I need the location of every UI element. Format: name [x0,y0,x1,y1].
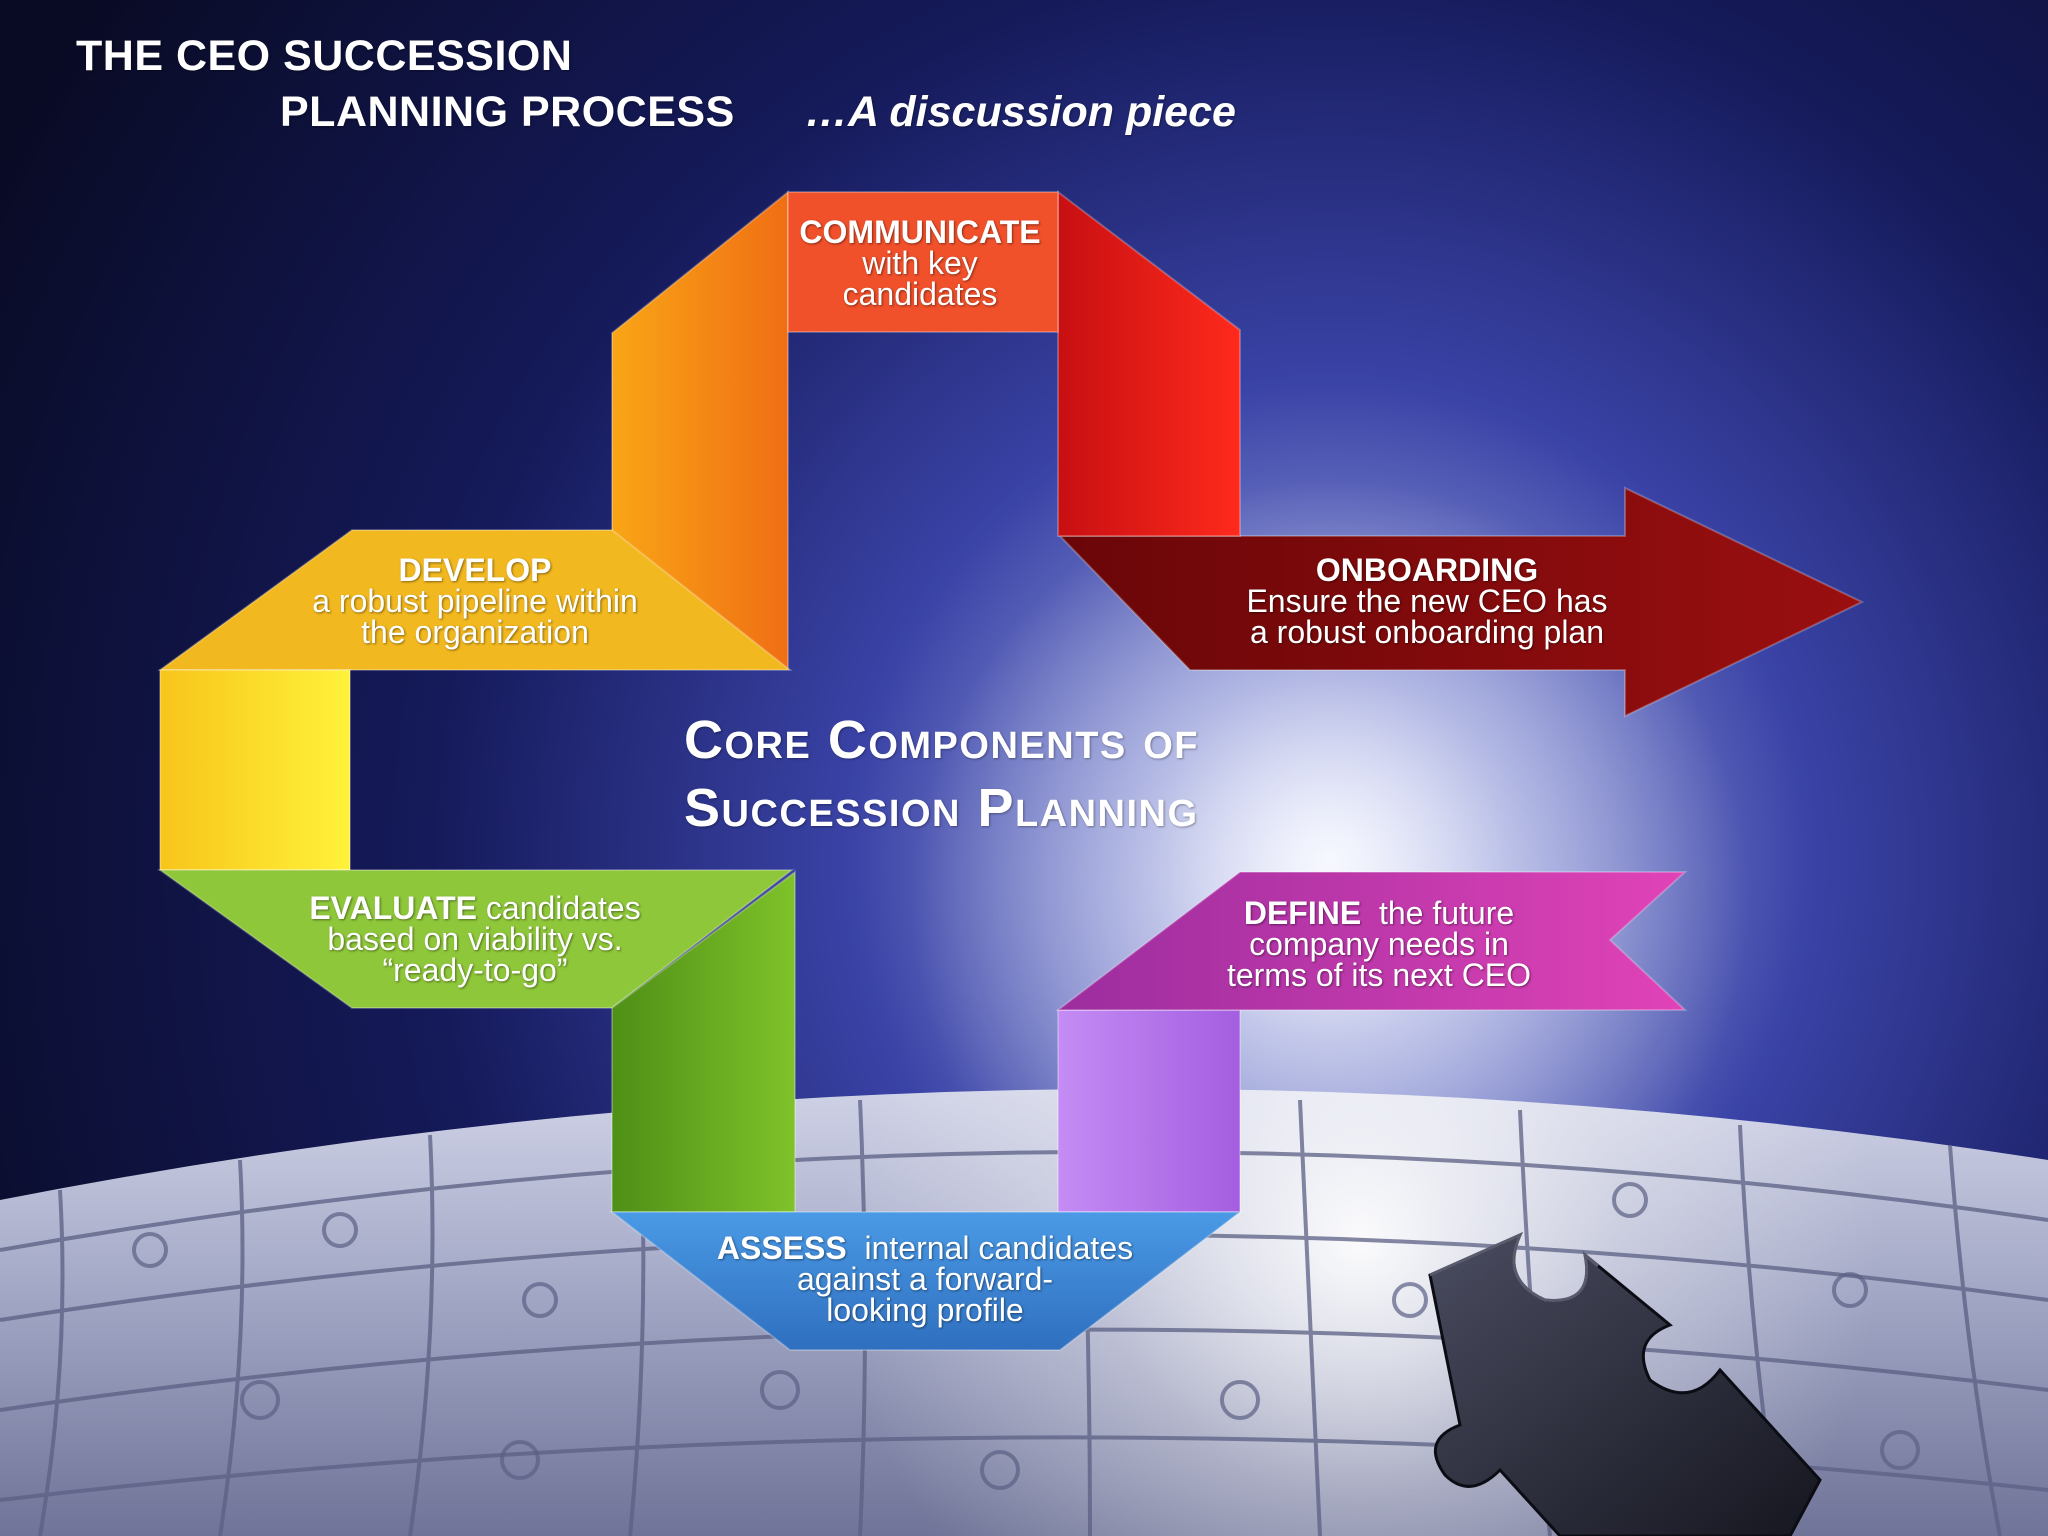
center-heading: Core Components of Succession Planning [684,706,1199,842]
step-assess-line3: looking profile [826,1292,1024,1328]
step-assess-line1: ASSESS internal candidates [690,1230,1160,1266]
step-evaluate-tail: candidates [477,890,641,926]
step-onboarding-line2: Ensure the new CEO has [1246,583,1608,619]
assess-band [609,1211,1243,1351]
communicate-band [787,191,1059,333]
step-define: DEFINE the future company needs in terms… [1190,895,1568,993]
step-evaluate-line2: based on viability vs. [327,921,623,957]
step-evaluate-line3: “ready-to-go” [382,952,568,988]
step-evaluate: EVALUATE candidates based on viability v… [290,890,660,988]
step-develop-line3: the organization [361,614,589,650]
step-develop: DEVELOP a robust pipeline within the org… [280,552,670,650]
page-title-line1: THE CEO SUCCESSION [76,32,573,80]
step-assess: ASSESS internal candidates against a for… [690,1230,1160,1328]
step-define-line3: terms of its next CEO [1226,957,1532,993]
communicate-right-segment [1057,189,1241,537]
center-heading-line2: Succession Planning [684,778,1199,838]
step-onboarding-heading: ONBOARDING [1315,552,1539,588]
process-loop [156,189,1865,1351]
step-assess-line2: against a forward- [796,1261,1054,1297]
page-title-line2: PLANNING PROCESS [280,88,735,136]
step-evaluate-line1: EVALUATE candidates [290,890,660,926]
step-communicate-heading: COMMUNICATE [799,214,1041,250]
assess-right-segment [1057,1009,1241,1213]
step-evaluate-heading: EVALUATE [309,890,478,926]
step-onboarding-line3: a robust onboarding plan [1249,614,1605,650]
step-communicate-line3: candidates [842,276,998,312]
page-subtitle: …A discussion piece [805,88,1236,136]
step-communicate-line2: with key [862,245,978,281]
center-heading-line1: Core Components of [684,710,1200,770]
step-communicate: COMMUNICATE with key candidates [788,214,1052,312]
step-define-line1: DEFINE the future [1190,895,1568,931]
step-assess-heading: ASSESS [716,1230,847,1266]
develop-band [156,529,793,671]
step-assess-tail: internal candidates [846,1230,1134,1266]
step-define-line2: company needs in [1249,926,1509,962]
onboarding-arrow-shape [1057,486,1865,718]
step-develop-line2: a robust pipeline within [312,583,638,619]
puzzle-piece-icon [1428,1232,1822,1536]
step-develop-heading: DEVELOP [398,552,552,588]
step-onboarding: ONBOARDING Ensure the new CEO has a robu… [1192,552,1662,650]
develop-vertical-segment [159,669,351,871]
define-banner [1055,871,1688,1011]
step-define-tail: the future [1361,895,1515,931]
step-define-heading: DEFINE [1243,895,1362,931]
